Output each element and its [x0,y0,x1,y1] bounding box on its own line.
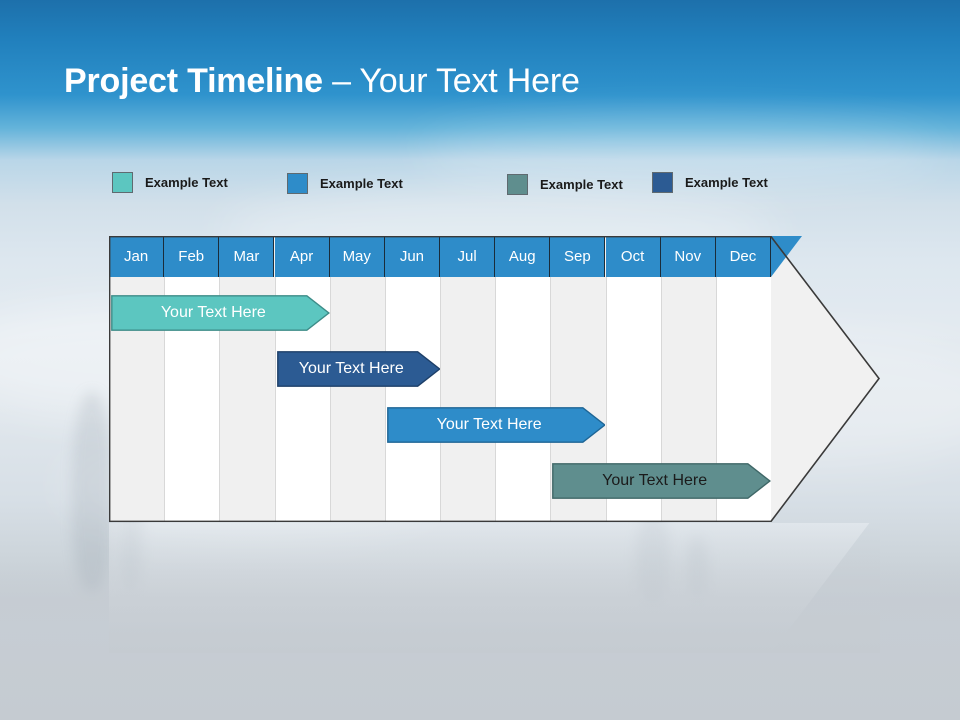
legend-item-label: Example Text [145,174,228,190]
legend-item[interactable]: Example Text [112,170,228,194]
timeline-bar-label: Your Text Here [436,416,542,433]
legend-swatch-navy [652,171,673,193]
timeline-bar-label: Your Text Here [298,360,404,377]
legend-swatch-blue [287,172,308,194]
title-primary: Project Timeline [64,62,323,100]
timeline-bar-4[interactable]: Your Text Here [552,463,771,499]
timeline-bar-1[interactable]: Your Text Here [111,295,330,331]
legend-swatch-teal [112,171,133,193]
timeline-bar-label: Your Text Here [160,304,266,321]
title-separator: – [322,62,360,100]
legend-item[interactable]: Example Text [652,170,768,194]
timeline-bar-label: Your Text Here [602,472,708,489]
timeline-bar-2[interactable]: Your Text Here [276,351,440,387]
legend-item[interactable]: Example Text [287,171,403,195]
slide-title: Project Timeline – Your Text Here [64,59,580,103]
legend-item[interactable]: Example Text [507,172,623,196]
legend-item-label: Example Text [540,176,623,192]
legend: Example Text Example Text Example Text Exam… [112,168,812,196]
background-haze [0,560,960,720]
legend-item-label: Example Text [685,174,768,190]
title-secondary: Your Text Here [359,62,580,100]
legend-swatch-grey-teal [507,173,528,195]
timeline-bar-3[interactable]: Your Text Here [386,407,606,443]
legend-item-label: Example Text [320,175,403,191]
